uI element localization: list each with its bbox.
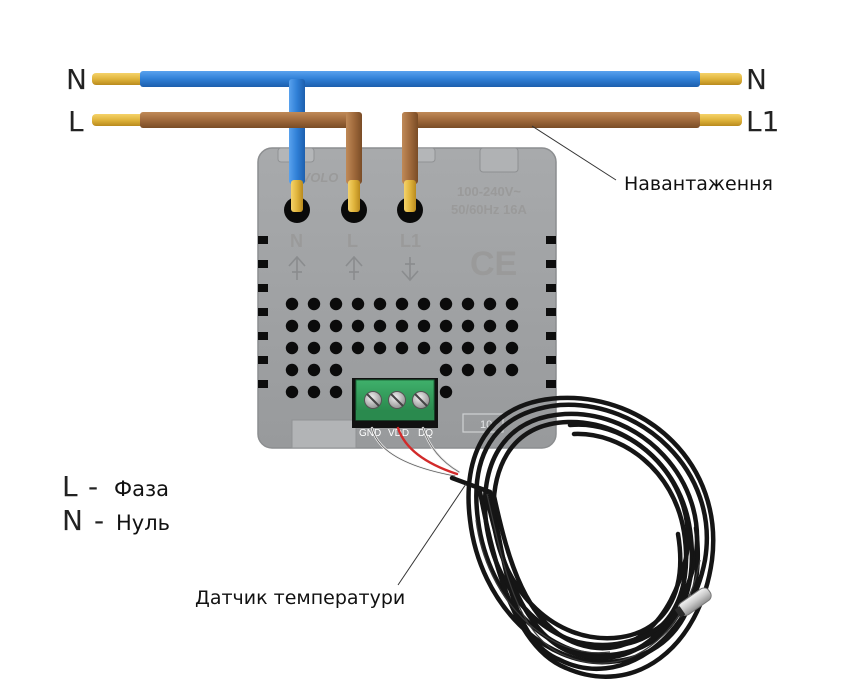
vent-hole bbox=[395, 297, 409, 311]
load-callout: Навантаження bbox=[624, 173, 773, 195]
vent-hole bbox=[351, 341, 365, 355]
device-top-slot bbox=[479, 147, 519, 173]
screw-icon bbox=[388, 391, 406, 409]
vent-hole bbox=[417, 297, 431, 311]
vent-hole bbox=[461, 319, 475, 333]
vent-hole bbox=[483, 363, 497, 377]
vent-hole bbox=[439, 385, 453, 399]
vent-hole bbox=[439, 341, 453, 355]
vent-hole bbox=[505, 341, 519, 355]
sensor-terminal-vdd: VDD bbox=[388, 428, 409, 439]
vent-hole bbox=[307, 385, 321, 399]
vent-hole bbox=[505, 319, 519, 333]
wire-label-n-right: N bbox=[746, 63, 767, 96]
vent-hole bbox=[373, 297, 387, 311]
vent-hole bbox=[285, 297, 299, 311]
device-bottom-recess bbox=[291, 419, 357, 449]
sensor-callout-line bbox=[397, 483, 467, 586]
vent-hole-grid bbox=[285, 297, 519, 399]
vent-hole bbox=[395, 319, 409, 333]
rating-line-1: 100-240V~ bbox=[457, 184, 521, 199]
phase-wire-l bbox=[92, 112, 362, 212]
sensor-callout: Датчик температури bbox=[195, 587, 405, 609]
vent-hole bbox=[307, 319, 321, 333]
vent-hole bbox=[329, 341, 343, 355]
wire-label-n-left: N bbox=[66, 63, 87, 96]
side-mark-box bbox=[462, 413, 504, 433]
arrow-up-icon bbox=[288, 255, 306, 280]
terminal-label-n: N bbox=[290, 231, 303, 251]
vent-hole bbox=[439, 319, 453, 333]
legend-text-l: Фаза bbox=[114, 477, 169, 501]
vent-hole bbox=[439, 363, 453, 377]
vent-hole bbox=[461, 363, 475, 377]
legend-sep-l: - bbox=[88, 470, 98, 503]
legend: L - Фаза N - Нуль bbox=[62, 470, 170, 537]
arrow-up-icon bbox=[345, 255, 363, 280]
vent-hole bbox=[417, 341, 431, 355]
vent-hole bbox=[505, 363, 519, 377]
load-callout-line bbox=[531, 125, 617, 181]
vent-hole bbox=[483, 319, 497, 333]
sensor-terminal-gnd: GND bbox=[359, 428, 381, 439]
vent-hole bbox=[351, 319, 365, 333]
sensor-probe bbox=[674, 587, 712, 618]
load-wire-l1 bbox=[402, 112, 742, 212]
thermostat-module: LIVOLO 100-240V~ 50/60Hz 16A CE N L L1 bbox=[257, 147, 557, 449]
ce-mark-icon: CE bbox=[470, 245, 517, 283]
wire-label-l1-right: L1 bbox=[746, 105, 779, 138]
vent-hole bbox=[439, 297, 453, 311]
vent-hole bbox=[461, 297, 475, 311]
sensor-cable-highlight bbox=[475, 493, 701, 664]
terminal-label-l: L bbox=[347, 231, 358, 251]
vent-hole bbox=[395, 341, 409, 355]
vent-hole bbox=[307, 363, 321, 377]
rating-line-2: 50/60Hz 16A bbox=[451, 202, 527, 217]
terminal-label-l1: L1 bbox=[400, 231, 421, 251]
neutral-wire bbox=[92, 71, 742, 212]
wire-label-l-left: L bbox=[68, 105, 84, 138]
vent-hole bbox=[505, 297, 519, 311]
vent-hole bbox=[307, 297, 321, 311]
vent-hole bbox=[483, 341, 497, 355]
vent-hole bbox=[417, 319, 431, 333]
vent-hole bbox=[285, 363, 299, 377]
vent-hole bbox=[461, 341, 475, 355]
sensor-cable bbox=[449, 395, 716, 679]
screw-icon bbox=[412, 391, 430, 409]
vent-hole bbox=[483, 297, 497, 311]
vent-hole bbox=[329, 297, 343, 311]
vent-hole bbox=[285, 385, 299, 399]
legend-sep-n: - bbox=[94, 504, 104, 537]
vent-hole bbox=[285, 319, 299, 333]
vent-hole bbox=[285, 341, 299, 355]
legend-text-n: Нуль bbox=[116, 511, 170, 535]
vent-hole bbox=[307, 341, 321, 355]
vent-hole bbox=[373, 319, 387, 333]
sensor-leads bbox=[370, 426, 461, 478]
legend-key-n: N bbox=[62, 504, 83, 537]
side-vents-right bbox=[546, 236, 556, 388]
vent-hole bbox=[329, 319, 343, 333]
screw-icon bbox=[364, 391, 382, 409]
vent-hole bbox=[351, 297, 365, 311]
vent-hole bbox=[373, 341, 387, 355]
arrow-down-icon bbox=[401, 257, 419, 282]
legend-key-l: L bbox=[62, 470, 78, 503]
vent-hole bbox=[329, 385, 343, 399]
vent-hole bbox=[329, 363, 343, 377]
side-vents-left bbox=[258, 236, 268, 388]
sensor-terminal-block: GND VDD DQ bbox=[352, 378, 438, 439]
